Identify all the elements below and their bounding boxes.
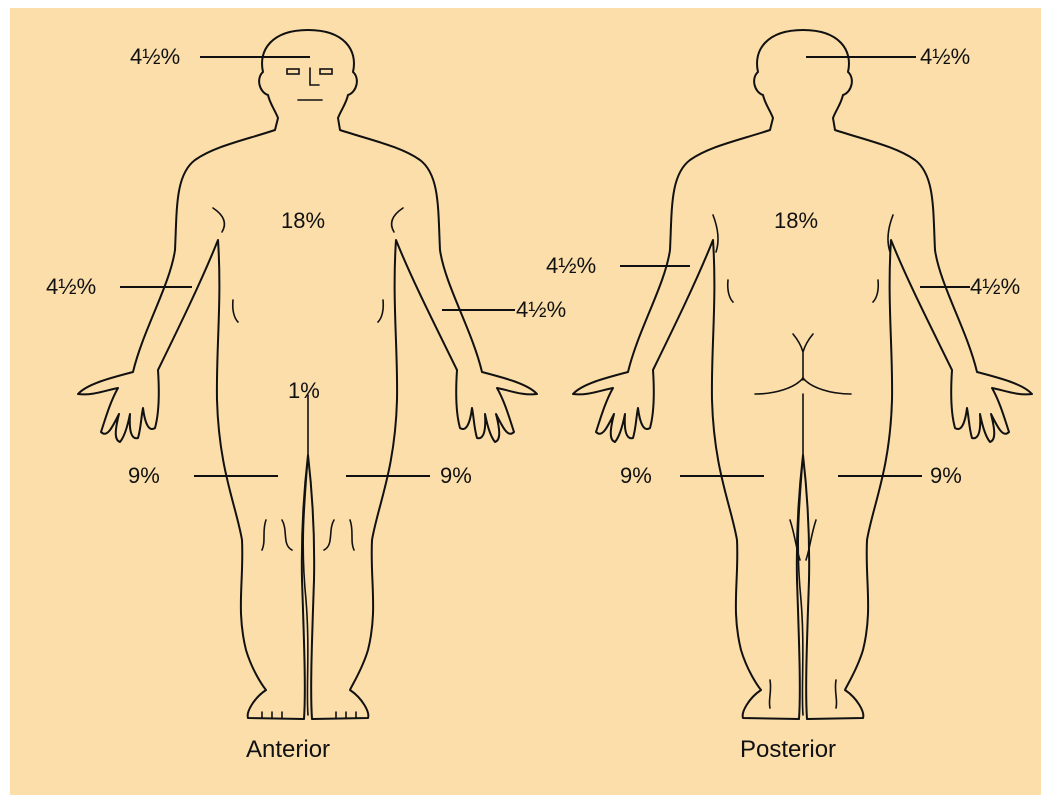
anterior-left-arm-percent: 4½%: [516, 297, 566, 322]
anterior-trunk-percent: 18%: [281, 208, 325, 233]
posterior-left-arm-percent: 4½%: [546, 253, 596, 278]
anterior-toes: [262, 712, 356, 718]
posterior-left-leg-percent: 9%: [620, 463, 652, 488]
anterior-knee-left: [262, 520, 292, 550]
anterior-arm-crease-right: [378, 300, 383, 322]
anterior-left-eye: [287, 69, 299, 74]
anterior-chest-right: [392, 208, 403, 232]
posterior-trunk-percent: 18%: [774, 208, 818, 233]
anterior-chest-left: [213, 208, 224, 232]
anterior-nose: [310, 68, 319, 85]
anterior-right-leg-percent: 9%: [128, 463, 160, 488]
anterior-figure: [78, 30, 537, 719]
anterior-left-leg-percent: 9%: [440, 463, 472, 488]
anterior-right-eye: [320, 69, 332, 74]
anterior-genitalia-percent: 1%: [288, 378, 320, 403]
anterior-arm-crease-left: [233, 300, 238, 322]
posterior-knee-crease: [790, 520, 816, 560]
posterior-arm-crease-right: [873, 280, 878, 302]
posterior-right-leg-percent: 9%: [930, 463, 962, 488]
posterior-arm-crease-left: [728, 280, 733, 302]
anterior-knee-right: [324, 520, 354, 550]
posterior-figure: [573, 30, 1032, 719]
posterior-gluteal-cleft: [793, 334, 813, 380]
posterior-caption: Posterior: [740, 736, 836, 763]
posterior-head-percent: 4½%: [920, 44, 970, 69]
anterior-head-percent: 4½%: [130, 44, 180, 69]
posterior-right-arm-percent: 4½%: [970, 274, 1020, 299]
anterior-caption: Anterior: [246, 736, 330, 763]
anterior-right-arm-percent: 4½%: [46, 274, 96, 299]
